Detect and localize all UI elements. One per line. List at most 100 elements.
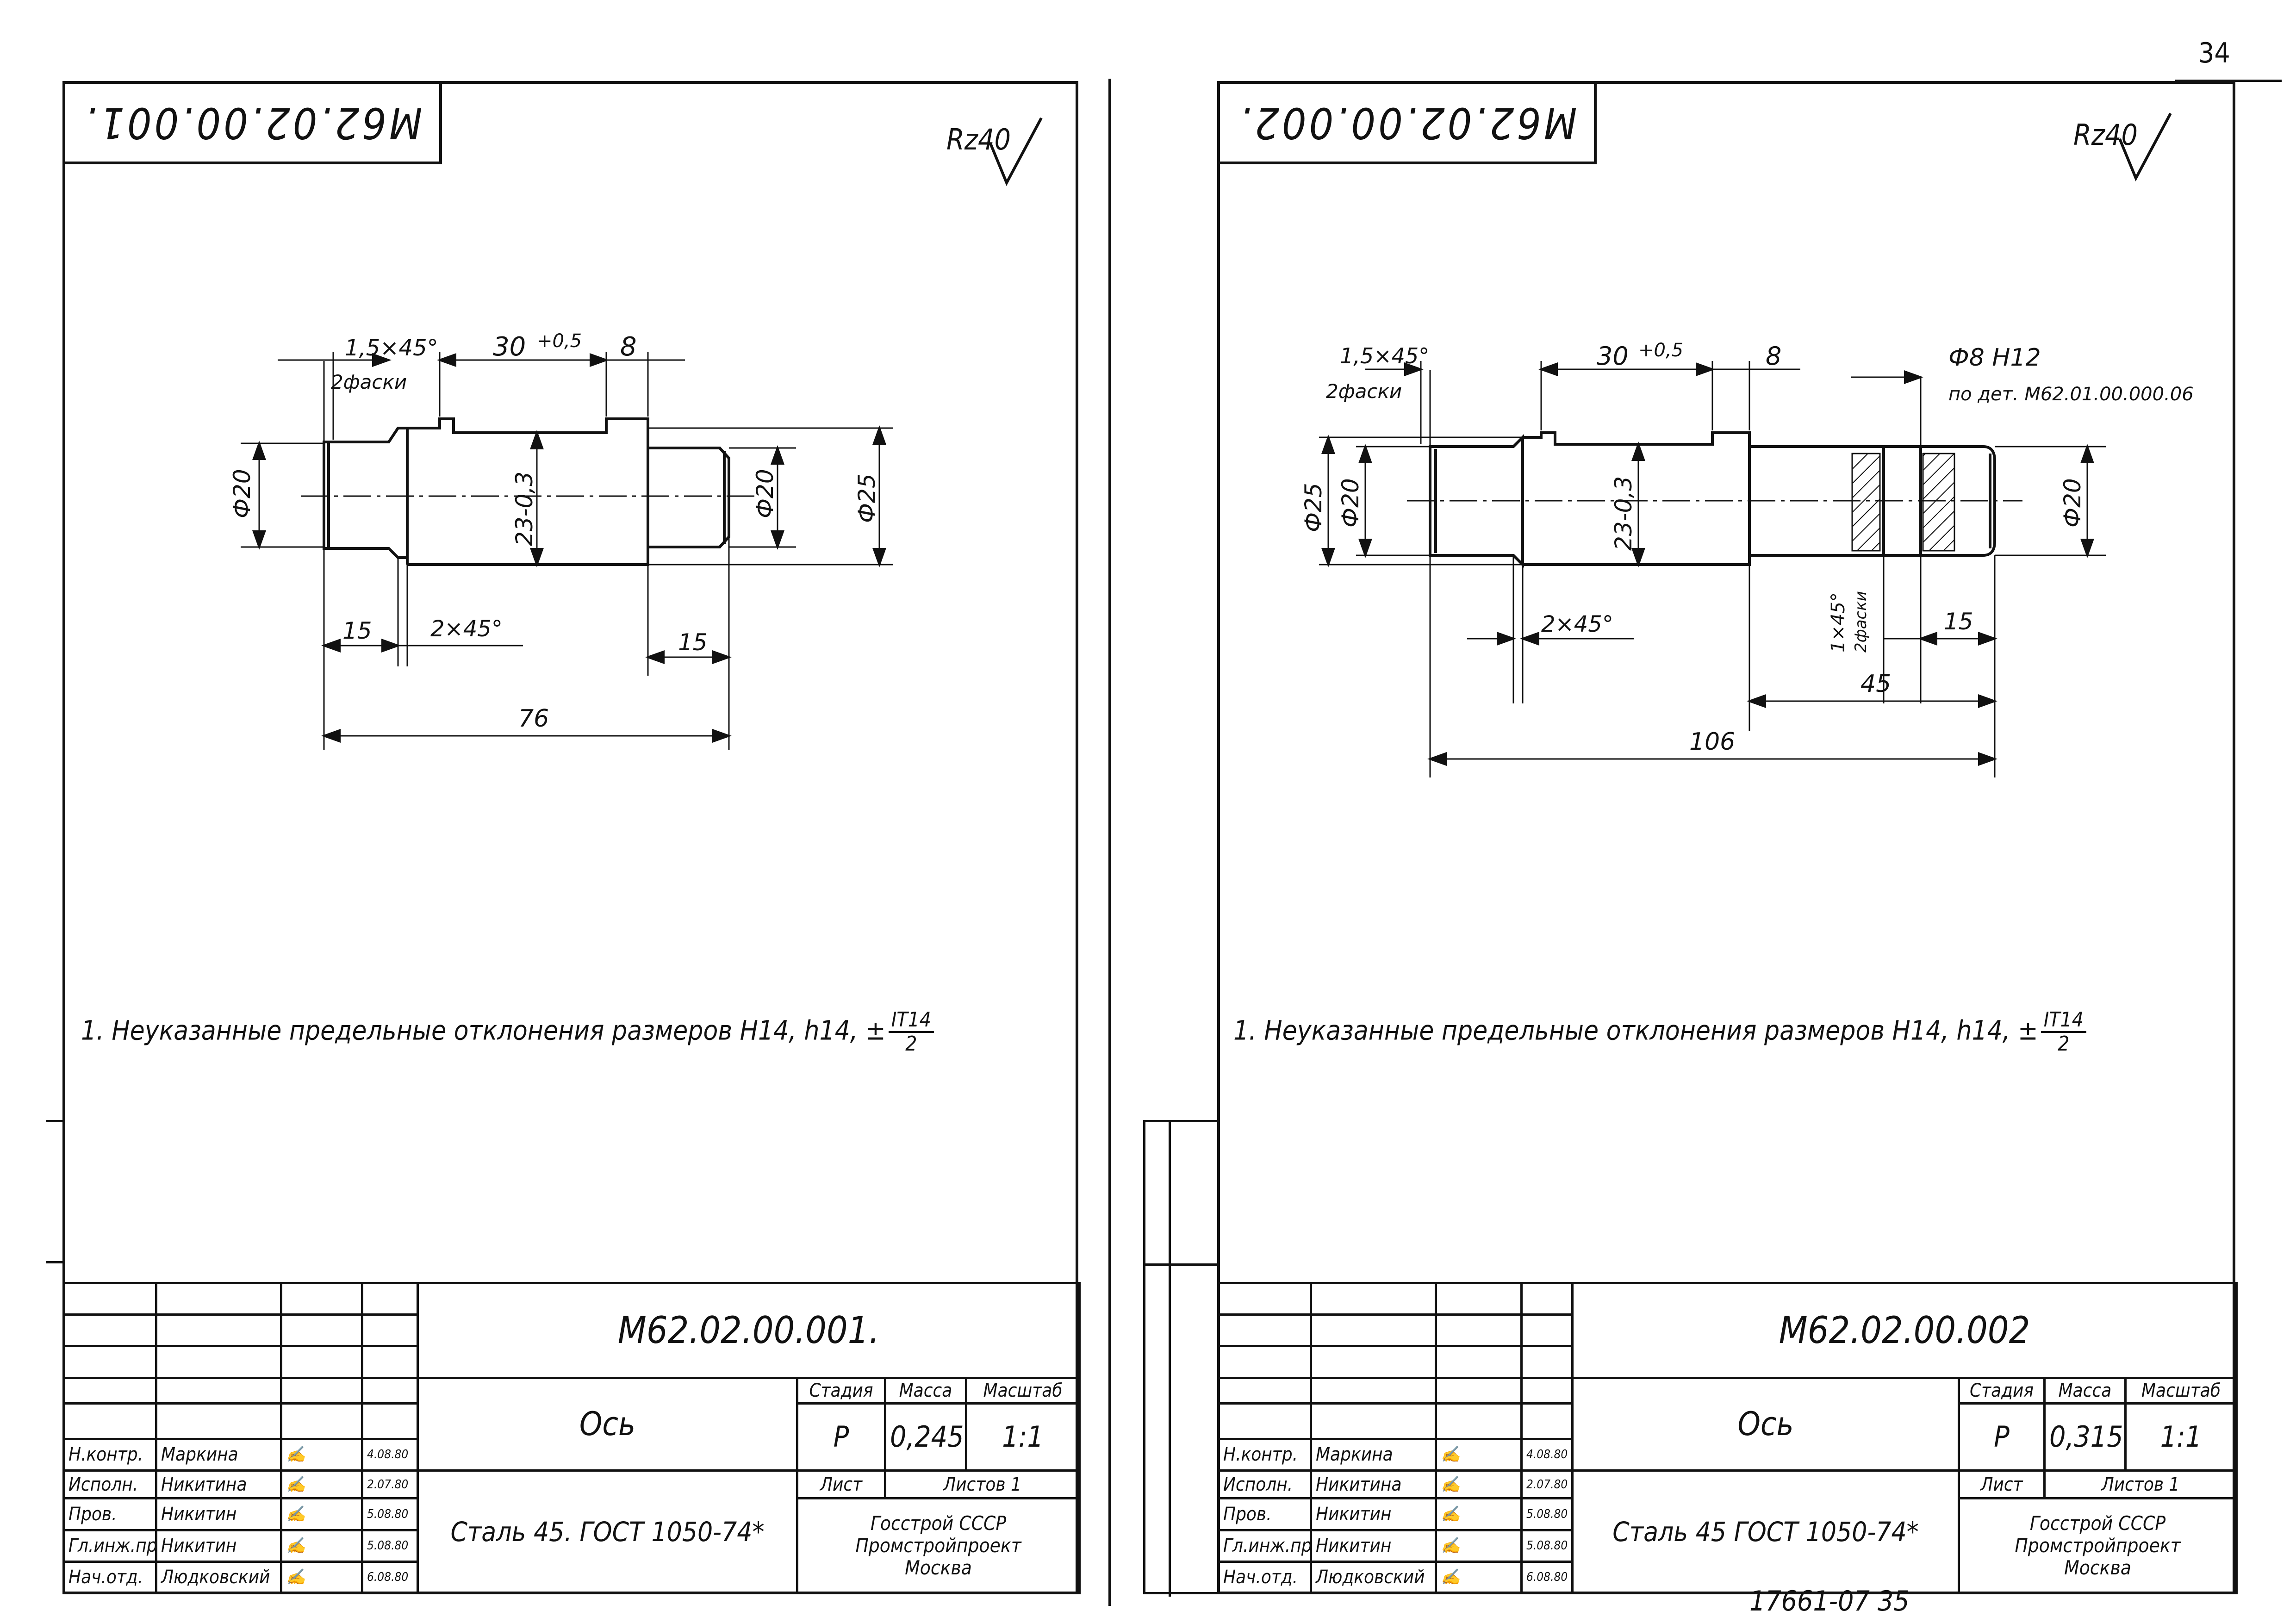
sheet1-dim-len-right: 15 [678, 629, 708, 656]
sheet1-part-drawing: 1,5×45° 2фаски 30 +0,5 8 Ф20 23-0,3 Ф20 … [229, 330, 893, 750]
sheet2-material: Сталь 45 ГОСТ 1050-74* [1571, 1469, 1960, 1595]
sheet2-date-0: 4.08.80 [1520, 1437, 1574, 1472]
sheet1-role-1: Исполн. [62, 1469, 157, 1500]
sheet1-role-3: Гл.инж.пр. [62, 1529, 157, 1563]
sheet2-role-0: Н.контр. [1217, 1437, 1312, 1472]
sheet2-name-2: Никитин [1310, 1497, 1437, 1531]
sheet2-dim-len-45: 45 [1860, 670, 1891, 698]
sheet2-dim-d-outer: Ф25 [1300, 483, 1327, 532]
sheet2-mass: 0,315 [2043, 1402, 2127, 1472]
sheet1-roughness: Rz40 [946, 123, 1011, 156]
sheet2-name-1: Никитина [1310, 1469, 1437, 1500]
sheet1-signature-1: ✍ [280, 1469, 363, 1500]
sheet1-name-2: Никитин [155, 1497, 282, 1531]
sheet1-sheet-label: Лист [796, 1469, 886, 1500]
sheet1-roughness-check-icon [989, 117, 1043, 187]
sheet2-dim-flat: 23-0,3 [1610, 476, 1637, 551]
sheet1-signature-4: ✍ [280, 1560, 363, 1595]
sheet2-part-drawing: 1,5×45° 2фаски 30 +0,5 8 Ф8 Н12 по дет. … [1300, 340, 2194, 777]
sheet2-dim-hole: Ф8 Н12 [1948, 344, 2041, 372]
sheet1-scale-label: Масштаб [964, 1376, 1081, 1405]
sheet2-dim-hole-ref: по дет. М62.01.00.000.06 [1948, 384, 2194, 405]
page-number-underline [2175, 80, 2282, 82]
sheet1-date-1: 2.07.80 [361, 1469, 419, 1500]
sheet2-dim-chamfer3-count: 2фаски [1852, 591, 1870, 653]
sheet2-dim-len-right: 15 [1944, 608, 1973, 635]
sheet2-stage-label: Стадия [1958, 1376, 2046, 1405]
sheet1-part-name: Ось [417, 1376, 798, 1472]
sheet2-organization: Госстрой СССР Промстройпроект Москва [1957, 1497, 2238, 1594]
sheet1-stage-label: Стадия [796, 1376, 886, 1405]
sheet1-dim-eight: 8 [620, 332, 637, 362]
sheet1-signature-2: ✍ [280, 1497, 363, 1531]
sheet2-dim-d-left: Ф20 [1337, 478, 1364, 528]
sheet1-date-4: 6.08.80 [361, 1560, 419, 1595]
sheet2-dim-eight: 8 [1766, 342, 1781, 371]
sheet2-role-4: Нач.отд. [1217, 1560, 1312, 1595]
sheet2-sheet-label: Лист [1958, 1469, 2046, 1500]
sheet1-dim-flat: 23-0,3 [511, 472, 538, 546]
sheet1-dim-chamfer-count: 2фаски [331, 371, 407, 393]
page-number: 34 [2198, 37, 2230, 69]
sheet1-dim-slot: 30 [493, 332, 526, 362]
sheet1-role-2: Пров. [62, 1497, 157, 1531]
sheet1-sheets-label: Листов 1 [884, 1469, 1081, 1500]
sheet1-signature-0: ✍ [280, 1437, 363, 1472]
sheet1-material: Сталь 45. ГОСТ 1050-74* [417, 1469, 798, 1595]
sheet1-date-0: 4.08.80 [361, 1437, 419, 1472]
sheet2-dim-slot-tol: +0,5 [1638, 340, 1683, 361]
sheet2-signature-0: ✍ [1435, 1437, 1523, 1472]
sheet1-stage: Р [796, 1402, 886, 1472]
bottom-stamp: 17661-07 35 [1749, 1587, 1910, 1617]
sheet2-dim-chamfer-count: 2фаски [1326, 380, 1402, 403]
sheet2-signature-4: ✍ [1435, 1560, 1523, 1595]
sheet2-role-2: Пров. [1217, 1497, 1312, 1531]
sheet2-roughness: Rz40 [2073, 118, 2138, 152]
sheet2-name-0: Маркина [1310, 1437, 1437, 1472]
sheet1-mass: 0,245 [884, 1402, 967, 1472]
sheet2-date-4: 6.08.80 [1520, 1560, 1574, 1595]
sheet1-signature-3: ✍ [280, 1529, 363, 1563]
sheet2-stage: Р [1958, 1402, 2046, 1472]
sheet1-dim-chamfer: 1,5×45° [345, 335, 438, 361]
sheet2-designation: М62.02.00.002 [1571, 1282, 2238, 1379]
sheet2-dim-chamfer: 1,5×45° [1340, 343, 1429, 368]
sheet1-role-0: Н.контр. [62, 1437, 157, 1472]
sheet2-role-1: Исполн. [1217, 1469, 1312, 1500]
sheet1-name-1: Никитина [155, 1469, 282, 1500]
sheet1-dim-d-outer: Ф25 [853, 473, 880, 523]
sheet2-signature-1: ✍ [1435, 1469, 1523, 1500]
sheet2-date-2: 5.08.80 [1520, 1497, 1574, 1531]
sheet2-top-code-box: М62.02.00.002. [1217, 81, 1597, 164]
sheet1-dim-d-left: Ф20 [229, 469, 255, 518]
sheet2-dim-d-right: Ф20 [2059, 478, 2086, 528]
sheet1-mass-label: Масса [884, 1376, 967, 1405]
sheet2-name-4: Людковский [1310, 1560, 1437, 1595]
sheet1-dim-slot-tol: +0,5 [537, 330, 582, 352]
sheet2-dim-chamfer2: 2×45° [1541, 611, 1613, 637]
sheet2-dim-total: 106 [1689, 728, 1735, 756]
sheet2-date-3: 5.08.80 [1520, 1529, 1574, 1563]
sheet2-mass-label: Масса [2043, 1376, 2127, 1405]
sheet1-dim-len-left: 15 [342, 617, 372, 644]
left-margin-tick-2 [46, 1261, 65, 1263]
sheet1-dim-chamfer2: 2×45° [430, 616, 503, 642]
sheet2-part-name: Ось [1571, 1376, 1960, 1472]
sheet2-signature-2: ✍ [1435, 1497, 1523, 1531]
sheet1-dim-total: 76 [518, 705, 549, 733]
sheet1-date-3: 5.08.80 [361, 1529, 419, 1563]
sheet2-date-1: 2.07.80 [1520, 1469, 1574, 1500]
sheet1-top-code: М62.02.00.001. [82, 98, 423, 148]
sheet1-scale: 1:1 [964, 1402, 1081, 1472]
sheet2-side-strip [1143, 1120, 1222, 1597]
sheet2-note: 1. Неуказанные предельные отклонения раз… [1233, 1008, 2086, 1056]
sheet1-designation: М62.02.00.001. [416, 1282, 1081, 1379]
sheet1-organization: Госстрой СССР Промстройпроект Москва [796, 1497, 1081, 1594]
sheet2-name-3: Никитин [1310, 1529, 1437, 1563]
center-divider [1108, 79, 1111, 1606]
sheet1-name-3: Никитин [155, 1529, 282, 1563]
sheet1-role-4: Нач.отд. [62, 1560, 157, 1595]
sheet1-title-block: М62.02.00.001. Ось Стадия Масса Масштаб … [62, 1281, 1081, 1595]
sheet1-date-2: 5.08.80 [361, 1497, 419, 1531]
sheet2-scale: 1:1 [2124, 1402, 2238, 1472]
